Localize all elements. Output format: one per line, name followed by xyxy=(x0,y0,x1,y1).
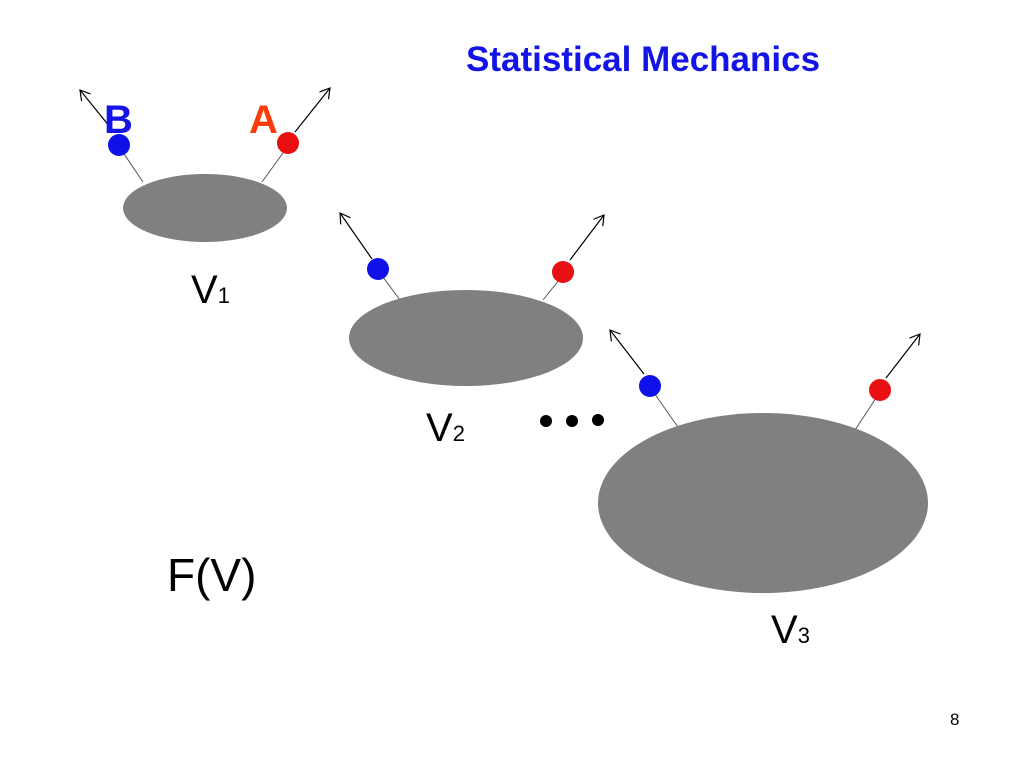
velocity-arrow-a-v1 xyxy=(294,88,330,133)
particle-a-v1 xyxy=(277,132,299,154)
volume-blob-v1 xyxy=(123,174,287,242)
velocity-arrow-a-v3 xyxy=(885,334,920,379)
volume-blob-v2 xyxy=(349,290,583,386)
particle-label-b: B xyxy=(104,98,133,142)
velocity-arrow-b-v3 xyxy=(610,330,645,375)
container-v3 xyxy=(598,330,928,593)
particle-a-v2 xyxy=(552,261,574,283)
volume-label-subscript: 3 xyxy=(797,623,810,648)
particle-b-v1 xyxy=(108,134,130,156)
volume-label-main: V xyxy=(771,608,798,652)
particle-b-v3 xyxy=(639,375,661,397)
container-v2 xyxy=(340,213,604,386)
ellipsis-dot xyxy=(592,414,604,426)
volume-label-main: V xyxy=(426,406,453,450)
volume-label-subscript: 2 xyxy=(452,421,465,446)
volume-label-v3: V3 xyxy=(771,610,810,650)
slide-title: Statistical Mechanics xyxy=(466,40,821,79)
velocity-arrow-b-v1 xyxy=(80,90,115,133)
velocity-arrow-b-v2 xyxy=(340,213,373,260)
volume-label-v1: V1 xyxy=(191,270,230,310)
particle-a-v3 xyxy=(869,379,891,401)
volume-blob-v3 xyxy=(598,413,928,593)
tether-left-v3 xyxy=(651,389,681,431)
particle-b-v2 xyxy=(367,258,389,280)
ellipsis-dot xyxy=(540,415,552,427)
particle-label-a: A xyxy=(249,98,278,142)
volume-label-main: V xyxy=(191,268,218,312)
volume-label-subscript: 1 xyxy=(217,283,230,308)
velocity-arrow-a-v2 xyxy=(569,215,604,261)
ellipsis-dots xyxy=(540,414,604,427)
container-v1 xyxy=(80,88,330,242)
ellipsis-dot xyxy=(566,415,578,427)
page-number: 8 xyxy=(950,710,960,729)
volume-label-v2: V2 xyxy=(426,408,465,448)
free-energy-label: F(V) xyxy=(167,549,257,601)
